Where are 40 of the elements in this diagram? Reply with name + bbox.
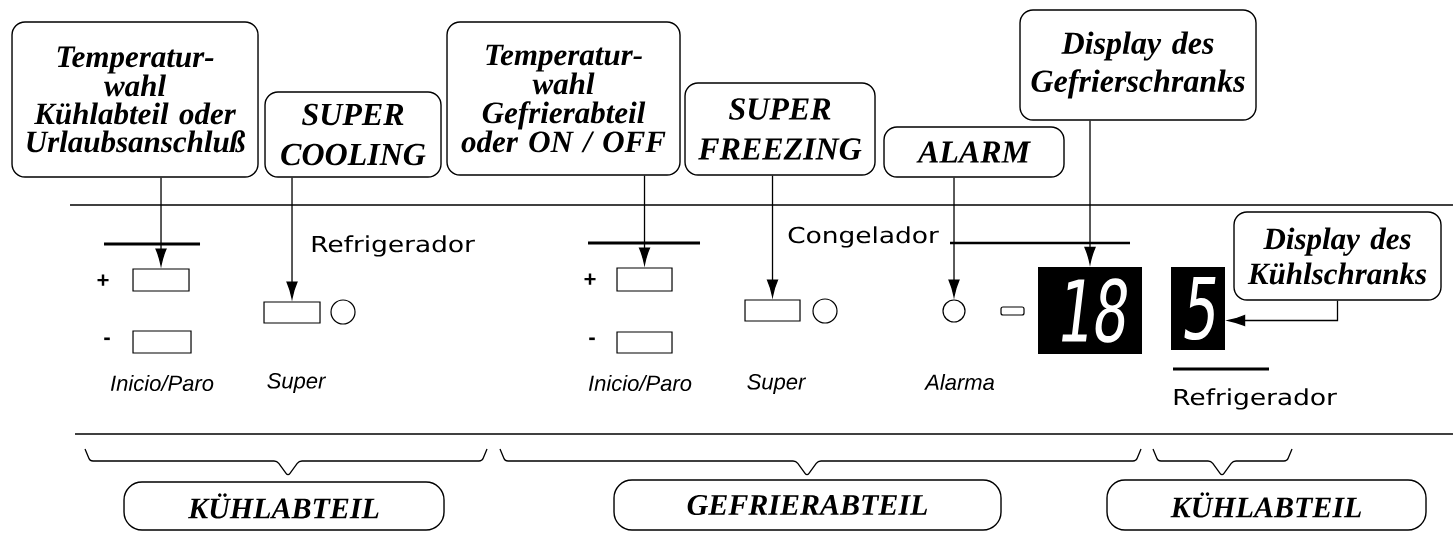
leader-arrow bbox=[766, 175, 779, 297]
leader-arrow bbox=[1084, 120, 1096, 265]
digit-display: 5 bbox=[1171, 267, 1225, 350]
callout-box: SUPER COOLING bbox=[264, 91, 442, 178]
push-button bbox=[132, 268, 190, 292]
callout-box: Display des Kühlschranks bbox=[1233, 211, 1442, 301]
leader-arrow bbox=[638, 175, 651, 265]
indicator-light bbox=[812, 298, 838, 324]
section-label-box: KÜHLABTEIL bbox=[1106, 479, 1427, 531]
section-label-box: KÜHLABTEIL bbox=[123, 481, 445, 531]
callout-box: Temperatur- wahl Kühlabteil oder Urlaubsanschluß bbox=[11, 21, 259, 178]
callout-box: SUPER FREEZING bbox=[684, 82, 876, 176]
section-heading: Congelador bbox=[788, 226, 939, 248]
section-heading: Refrigerador bbox=[1174, 388, 1337, 410]
button-caption: Super bbox=[267, 373, 327, 393]
digit-display: 18 bbox=[1038, 267, 1142, 354]
leader-arrow bbox=[1227, 300, 1339, 327]
leader-arrow bbox=[286, 177, 298, 299]
callout-box: ALARM bbox=[883, 126, 1065, 178]
section-heading: Refrigerador bbox=[312, 235, 475, 257]
button-caption: Inicio/Paro bbox=[588, 374, 692, 392]
button-sign: - bbox=[589, 337, 595, 341]
button-sign: + bbox=[584, 273, 596, 285]
leader-arrow bbox=[948, 177, 960, 297]
button-sign: + bbox=[97, 274, 109, 286]
button-sign: - bbox=[104, 337, 110, 341]
push-button bbox=[263, 301, 321, 324]
section-label-box: GEFRIERABTEIL bbox=[613, 479, 1002, 531]
button-caption: Super bbox=[747, 374, 807, 394]
indicator-light bbox=[330, 299, 356, 325]
leader-arrow bbox=[155, 177, 167, 266]
push-button bbox=[616, 267, 673, 292]
indicator-light bbox=[942, 299, 966, 323]
push-button bbox=[744, 299, 801, 322]
push-button bbox=[616, 331, 673, 354]
push-button bbox=[132, 330, 192, 354]
callout-box: Temperatur- wahl Gefrierabteil oder ON / OFF bbox=[446, 21, 681, 176]
button-caption: Alarma bbox=[924, 373, 995, 391]
button-caption: Inicio/Paro bbox=[110, 374, 214, 392]
callout-box: Display des Gefrierschranks bbox=[1019, 9, 1257, 121]
